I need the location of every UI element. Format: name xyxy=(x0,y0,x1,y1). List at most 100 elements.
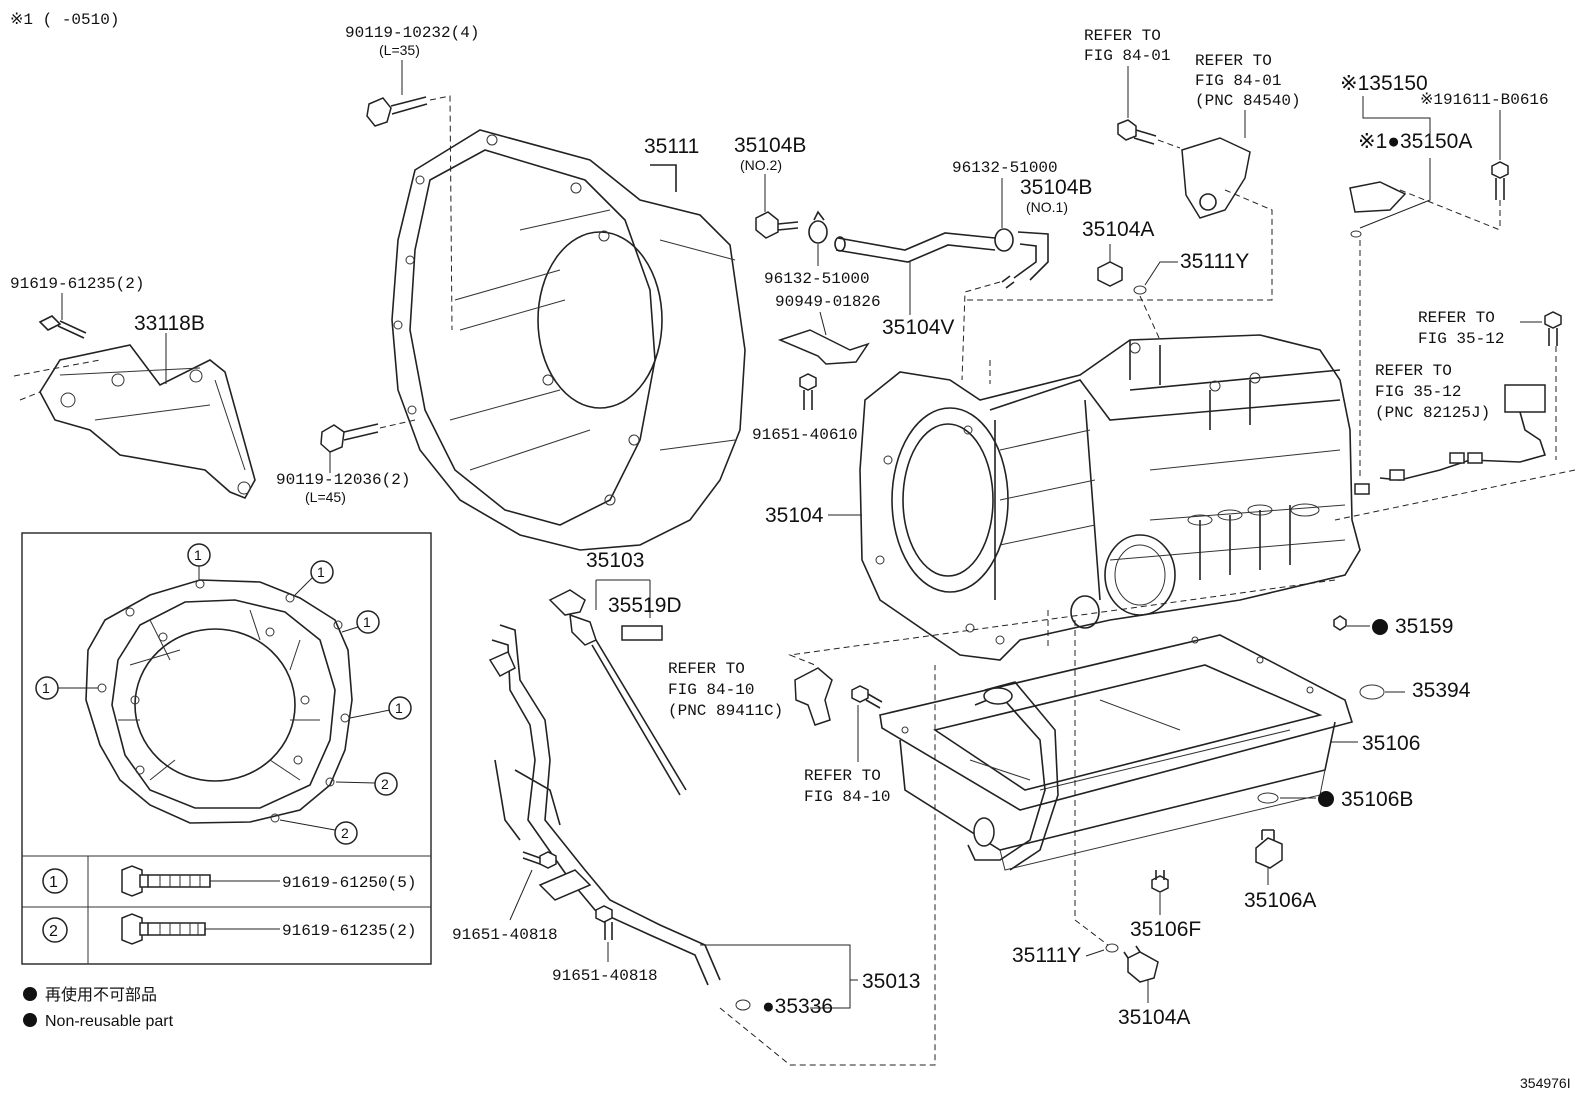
label-gasket-nr: 35159 xyxy=(1395,615,1453,638)
drain-plug-top xyxy=(1097,261,1123,287)
label-oring-top: 35111Y xyxy=(1180,250,1249,273)
inset-bellhousing xyxy=(85,579,353,824)
legend-bullet-en xyxy=(23,1013,37,1027)
inset-marker-4: 1 xyxy=(42,680,50,696)
label-refer-8410-a3: (PNC 89411C) xyxy=(668,702,783,720)
label-bellhousing: 35111 xyxy=(644,135,699,158)
label-refer-8410-b: REFER TO xyxy=(804,767,881,785)
label-refer-8410-b2: FIG 84-10 xyxy=(804,788,890,806)
inset-marker-6: 2 xyxy=(381,776,389,792)
label-bolt-left-length: (L=45) xyxy=(305,489,346,505)
dipstick-tag xyxy=(621,625,663,641)
speed-sensor-2 xyxy=(1349,181,1407,238)
sensor-bolt-right xyxy=(1491,161,1509,200)
label-refer-8401-b3: (PNC 84540) xyxy=(1195,92,1301,110)
tube-bolt-b xyxy=(595,905,613,940)
label-drain-plug-top: 35104A xyxy=(1082,218,1154,241)
inset-marker-2: 1 xyxy=(317,564,325,580)
label-pan-bolt: 35106F xyxy=(1130,918,1201,941)
bolt-top xyxy=(366,96,428,127)
sensor-bolt-top xyxy=(1117,119,1157,145)
label-clip: 90949-01826 xyxy=(775,293,881,311)
label-plug-no1: 35104B xyxy=(1020,176,1092,199)
label-dipstick-sub: 35519D xyxy=(608,594,682,617)
header-note: ※1 ( -0510) xyxy=(10,11,119,29)
label-drain-plug: 35106A xyxy=(1244,889,1316,912)
label-sensor-top: ※135150 xyxy=(1340,72,1428,95)
label-plug-no2: 35104B xyxy=(734,134,806,157)
transmission-case xyxy=(859,334,1361,661)
drain-gasket xyxy=(1257,792,1279,804)
label-refer-8410-a: REFER TO xyxy=(668,660,745,678)
label-refer-3512-b2: FIG 35-12 xyxy=(1375,383,1461,401)
label-refer-8401-b2: FIG 84-01 xyxy=(1195,72,1281,90)
gasket-pan xyxy=(1359,684,1385,700)
legend-bullet-jp xyxy=(23,987,37,1001)
temperature-sensor xyxy=(794,667,833,726)
label-filler-tube: 35013 xyxy=(862,970,920,993)
legend: 再使用不可部品 Non-reusable part xyxy=(23,986,174,1030)
label-hose: 35104V xyxy=(882,316,954,339)
label-bracket: 33118B xyxy=(134,312,205,335)
inset-panel xyxy=(21,532,432,965)
gasket-nr xyxy=(1333,615,1347,631)
label-bracket-bolt: 91619-61235(2) xyxy=(10,275,144,293)
label-tube-bolt-b: 91651-40818 xyxy=(552,967,658,985)
inset-marker-1: 1 xyxy=(194,547,202,563)
tube-bolt-a xyxy=(522,851,557,869)
wire-harness xyxy=(1354,384,1547,495)
label-bolt-left: 90119-12036(2) xyxy=(276,471,410,489)
connector-bolt xyxy=(1544,311,1562,346)
label-oil-pan: 35106 xyxy=(1362,732,1420,755)
inset-marker-7: 2 xyxy=(341,825,349,841)
oring-tube xyxy=(735,999,751,1011)
label-refer-8410-a2: FIG 84-10 xyxy=(668,681,754,699)
bellhousing xyxy=(391,129,746,551)
engine-mount-bracket xyxy=(13,344,256,500)
image-code: 354976I xyxy=(1520,1075,1571,1091)
label-refer-3512-a2: FIG 35-12 xyxy=(1418,330,1504,348)
label-bolt-top-length: (L=35) xyxy=(379,42,420,58)
inset-row-2-marker: 2 xyxy=(49,923,58,940)
pan-bolt xyxy=(1151,870,1169,893)
speed-sensor xyxy=(1181,137,1251,219)
oring-top xyxy=(1133,285,1147,295)
label-refer-3512-b: REFER TO xyxy=(1375,362,1452,380)
inset-row-1-marker: 1 xyxy=(49,874,58,891)
label-refer-8401-a2: FIG 84-01 xyxy=(1084,47,1170,65)
inset-marker-3: 1 xyxy=(363,614,371,630)
label-refer-8401-b: REFER TO xyxy=(1195,52,1272,70)
clamp-right xyxy=(994,228,1014,252)
inset-row-1-part: 91619-61250(5) xyxy=(282,874,416,892)
label-drain-gasket: 35106B xyxy=(1341,788,1413,811)
label-refer-3512-a: REFER TO xyxy=(1418,309,1495,327)
label-plug-no2-sub: (NO.2) xyxy=(740,157,782,173)
inset-row-2-part: 91619-61235(2) xyxy=(282,922,416,940)
label-refer-3512-b3: (PNC 82125J) xyxy=(1375,404,1490,422)
label-clamp-top: 96132-51000 xyxy=(952,159,1058,177)
label-gasket-pan: 35394 xyxy=(1412,679,1471,702)
label-bolt-top: 90119-10232(4) xyxy=(345,24,479,42)
inset-table-row-2: 2 91619-61235(2) xyxy=(42,913,416,945)
plug-no2 xyxy=(755,211,799,239)
label-sensor-sub: ※1●35150A xyxy=(1358,130,1472,153)
label-oring-tube: ●35336 xyxy=(762,995,833,1018)
label-sensor-bolt: ※191611-B0616 xyxy=(1420,91,1549,109)
bolt-left xyxy=(320,423,379,453)
inset-table-row-1: 1 91619-61250(5) xyxy=(42,865,416,897)
hose xyxy=(834,232,996,263)
legend-jp: 再使用不可部品 xyxy=(45,986,157,1004)
clip-bolt xyxy=(799,373,817,410)
dipstick xyxy=(548,589,687,796)
bracket-bolt xyxy=(38,315,87,339)
legend-en: Non-reusable part xyxy=(45,1013,174,1030)
label-oring-bottom: 35111Y xyxy=(1012,944,1081,967)
oil-pan xyxy=(879,634,1354,871)
label-clamp-left: 96132-51000 xyxy=(764,270,870,288)
filler-tube xyxy=(488,624,721,986)
inset-marker-5: 1 xyxy=(395,700,403,716)
clamp-left xyxy=(808,210,828,244)
label-bolt-clip: 91651-40610 xyxy=(752,426,858,444)
